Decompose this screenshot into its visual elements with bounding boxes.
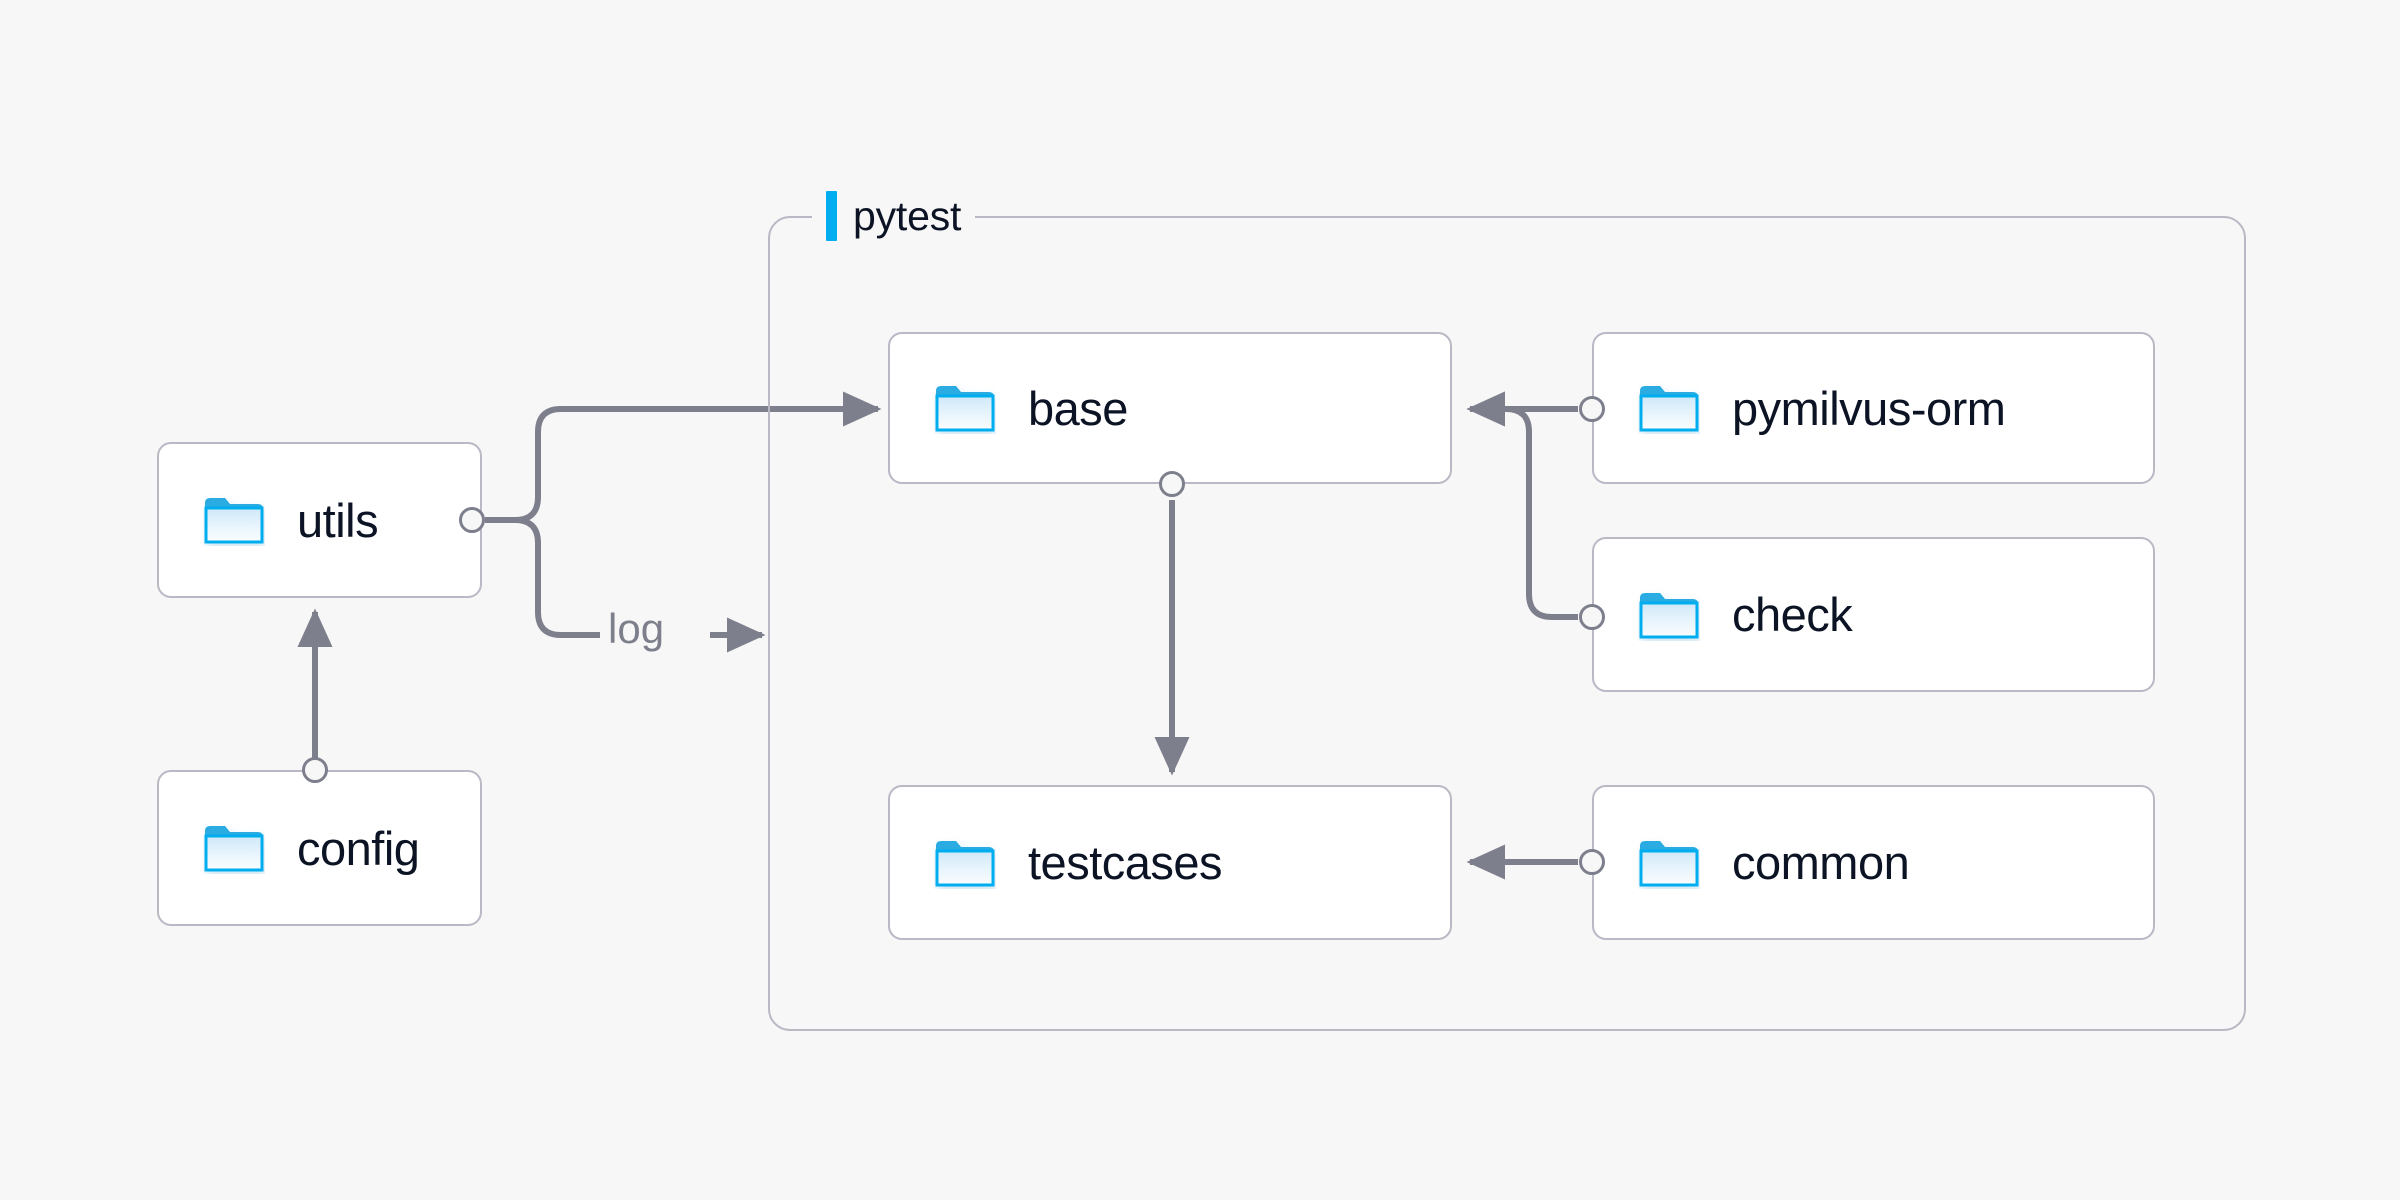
port-common-left[interactable] <box>1579 849 1605 875</box>
port-check-left[interactable] <box>1579 604 1605 630</box>
group-title: pytest <box>853 192 962 239</box>
accent-bar-icon <box>826 191 837 241</box>
port-pymilvus-orm-left[interactable] <box>1579 396 1605 422</box>
port-config-top[interactable] <box>302 757 328 783</box>
node-base[interactable]: base <box>888 332 1452 484</box>
node-label: check <box>1732 588 1853 641</box>
node-label: common <box>1732 836 1910 889</box>
node-label: pymilvus-orm <box>1732 381 2006 435</box>
folder-icon <box>204 826 264 872</box>
node-common[interactable]: common <box>1592 785 2155 940</box>
node-label: config <box>297 821 420 875</box>
node-label: utils <box>297 493 379 547</box>
port-utils-right[interactable] <box>459 507 485 533</box>
group-pytest[interactable] <box>768 216 2246 1031</box>
node-check[interactable]: check <box>1592 537 2155 692</box>
node-config[interactable]: config <box>157 770 482 926</box>
folder-icon <box>935 386 995 432</box>
node-utils[interactable]: utils <box>157 442 482 598</box>
folder-icon <box>1639 592 1699 638</box>
group-pytest-label: pytest <box>812 190 976 242</box>
node-label: base <box>1028 381 1128 435</box>
node-testcases[interactable]: testcases <box>888 785 1452 940</box>
port-base-bottom[interactable] <box>1159 471 1185 497</box>
folder-icon <box>1639 386 1699 432</box>
folder-icon <box>204 498 264 544</box>
folder-icon <box>935 840 995 886</box>
folder-icon <box>1639 840 1699 886</box>
node-pymilvus-orm[interactable]: pymilvus-orm <box>1592 332 2155 484</box>
edge-utils-log <box>485 517 600 638</box>
edge-label-log: log <box>608 605 665 652</box>
node-label: testcases <box>1028 836 1223 889</box>
